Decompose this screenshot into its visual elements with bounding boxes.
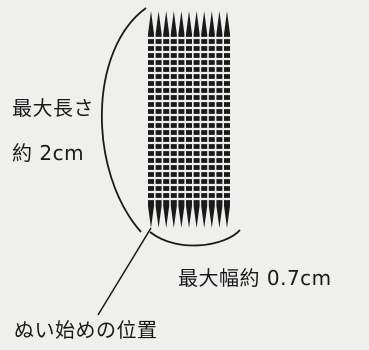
stitch <box>148 11 154 228</box>
start-position-pointer <box>97 227 152 316</box>
stitch <box>224 11 230 228</box>
max-width-label: 最大幅約 0.7cm <box>178 266 332 290</box>
stitch-group <box>147 11 231 228</box>
max-length-label: 最大長さ <box>12 96 94 120</box>
stitch <box>216 11 223 228</box>
stitch <box>170 11 177 228</box>
stitch <box>186 11 192 228</box>
stitch <box>193 11 200 228</box>
stitch <box>163 11 170 228</box>
start-position-label: ぬい始めの位置 <box>14 318 158 342</box>
stitch <box>208 11 215 228</box>
stitch <box>201 11 208 228</box>
length-bracket-arc <box>101 7 147 233</box>
max-length-value: 約 2cm <box>12 141 85 165</box>
width-bracket-arc <box>149 229 241 247</box>
stitch <box>178 11 185 228</box>
stitch <box>155 11 162 228</box>
